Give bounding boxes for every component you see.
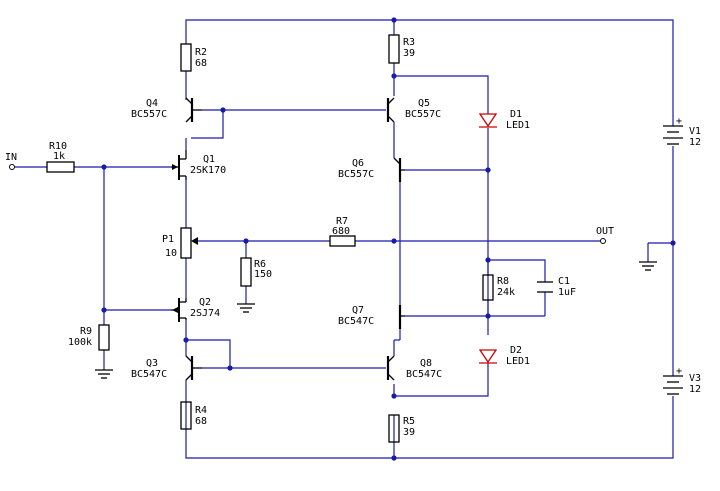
q8-value: BC547C — [406, 369, 442, 380]
led-d2 — [478, 349, 498, 364]
p1-value: 10 — [165, 248, 177, 259]
ground-symbol-r9 — [95, 369, 113, 379]
r7-value: 680 — [332, 226, 350, 237]
r3-value: 39 — [403, 48, 415, 59]
c1-ref: C1 — [558, 276, 570, 287]
r4-value: 68 — [195, 416, 207, 427]
q5-value: BC557C — [405, 109, 441, 120]
led-d1 — [478, 113, 498, 128]
q8-ref: Q8 — [420, 358, 432, 369]
battery-v1 — [663, 125, 683, 145]
resistor-r3 — [388, 34, 400, 64]
resistor-r4 — [180, 401, 192, 430]
transistor-q6 — [393, 157, 405, 182]
output-label: OUT — [596, 226, 614, 237]
d2-ref: D2 — [510, 345, 522, 356]
input-terminal[interactable] — [9, 164, 15, 170]
transistor-q5 — [386, 97, 395, 123]
q7-value: BC547C — [338, 316, 374, 327]
d2-value: LED1 — [506, 356, 530, 367]
ground-symbol-r6 — [237, 303, 255, 313]
transistor-q4 — [185, 97, 202, 123]
output-terminal[interactable] — [600, 238, 606, 244]
r10-ref: R10 — [49, 141, 67, 152]
q1-gate-arrow — [172, 164, 178, 170]
battery-v3 — [663, 375, 683, 395]
r10-value: 1k — [53, 151, 65, 162]
r6-value: 150 — [254, 269, 272, 280]
resistor-r7 — [329, 235, 356, 247]
r9-value: 100k — [68, 337, 92, 348]
v3-value: 12 — [689, 384, 701, 395]
r7-ref: R7 — [336, 216, 348, 227]
r6-ref: R6 — [254, 259, 266, 270]
resistor-r5 — [388, 414, 400, 443]
resistor-r8 — [482, 274, 494, 301]
q3-value: BC547C — [131, 369, 167, 380]
q2-ref: Q2 — [199, 297, 211, 308]
transistor-q7 — [398, 305, 405, 329]
v1-plus: + — [676, 116, 682, 127]
q4-ref: Q4 — [146, 98, 158, 109]
r5-value: 39 — [403, 427, 415, 438]
junction-dots — [101, 17, 676, 461]
potentiometer-p1 — [180, 227, 192, 259]
p1-wiper-arrow — [191, 237, 198, 245]
r8-value: 24k — [497, 287, 515, 298]
d1-ref: D1 — [510, 109, 522, 120]
transistor-q8 — [386, 355, 395, 381]
resistor-r2 — [180, 43, 192, 72]
v3-plus: + — [676, 366, 682, 377]
d1-value: LED1 — [506, 120, 530, 131]
r9-ref: R9 — [80, 326, 92, 337]
ground-symbol-supply — [639, 261, 657, 271]
v1-ref: V1 — [689, 126, 701, 137]
resistor-r10 — [46, 161, 75, 173]
q4-value: BC557C — [131, 109, 167, 120]
resistor-r9 — [98, 324, 110, 351]
r4-ref: R4 — [195, 405, 207, 416]
capacitor-c1 — [537, 281, 553, 293]
r8-ref: R8 — [497, 276, 509, 287]
p1-ref: P1 — [162, 234, 174, 245]
input-label: IN — [5, 152, 17, 163]
q3-ref: Q3 — [146, 358, 158, 369]
q6-ref: Q6 — [352, 158, 364, 169]
q6-value: BC557C — [338, 169, 374, 180]
r5-ref: R5 — [403, 416, 415, 427]
q2-value: 2SJ74 — [190, 308, 220, 319]
v1-value: 12 — [689, 137, 701, 148]
r2-value: 68 — [195, 58, 207, 69]
r3-ref: R3 — [403, 37, 415, 48]
c1-value: 1uF — [558, 287, 576, 298]
r2-ref: R2 — [195, 47, 207, 58]
q1-ref: Q1 — [203, 154, 215, 165]
v3-ref: V3 — [689, 373, 701, 384]
q7-ref: Q7 — [352, 305, 364, 316]
q2-gate-arrow — [172, 307, 178, 313]
q5-ref: Q5 — [418, 98, 430, 109]
wires — [15, 19, 674, 459]
transistor-q3 — [185, 355, 202, 381]
resistor-r6 — [240, 257, 252, 287]
q1-value: 2SK170 — [190, 165, 226, 176]
